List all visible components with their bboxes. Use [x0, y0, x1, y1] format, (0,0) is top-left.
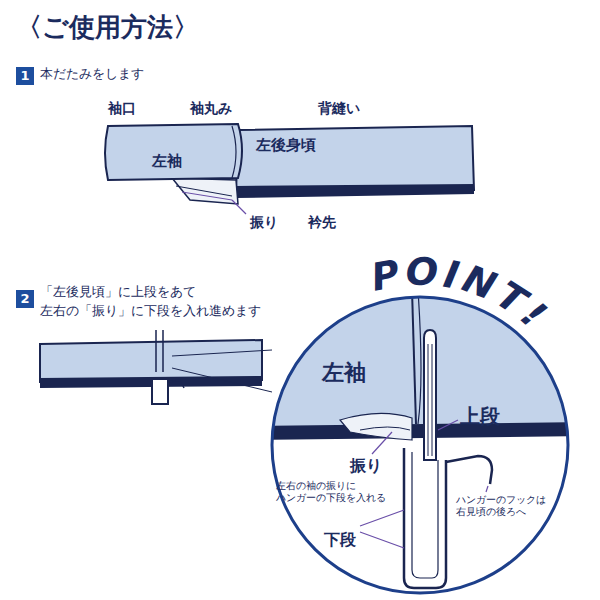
- step-text: 左右の「振り」に下段を入れ進めます: [40, 303, 261, 319]
- part-name: 左袖: [322, 360, 366, 386]
- part-name: 袖丸み: [190, 100, 232, 117]
- part-name: 衿先: [308, 214, 336, 231]
- step-text: 本だたみをします: [40, 66, 144, 82]
- magnified-view: [260, 290, 590, 593]
- part-name: 袖口: [108, 100, 136, 117]
- part-name: 左袖: [152, 152, 182, 170]
- part-name: 上段: [460, 404, 500, 428]
- step-number: 2: [16, 290, 34, 308]
- step-number-text: 1: [16, 67, 34, 85]
- note: ハンガーのフックは 右見頃の後ろへ: [456, 494, 560, 518]
- part-name: 下段: [324, 530, 356, 549]
- kimono-with-hanger: [40, 330, 272, 404]
- note: 左右の袖の振りに ハンガーの下段を入れる: [276, 480, 398, 504]
- step-number: 1: [16, 67, 34, 85]
- part-name: 振り: [250, 214, 278, 231]
- step-number-text: 2: [16, 290, 34, 308]
- part-name: 振り: [350, 456, 382, 475]
- part-name: 左後身頃: [256, 136, 316, 154]
- point-badge: POINT!: [368, 250, 558, 340]
- folded-kimono: [105, 124, 474, 214]
- step-text: 「左後見頃」に上段をあて: [40, 284, 196, 300]
- page-title: 〈ご使用方法〉: [16, 12, 199, 43]
- part-name: 背縫い: [318, 100, 360, 117]
